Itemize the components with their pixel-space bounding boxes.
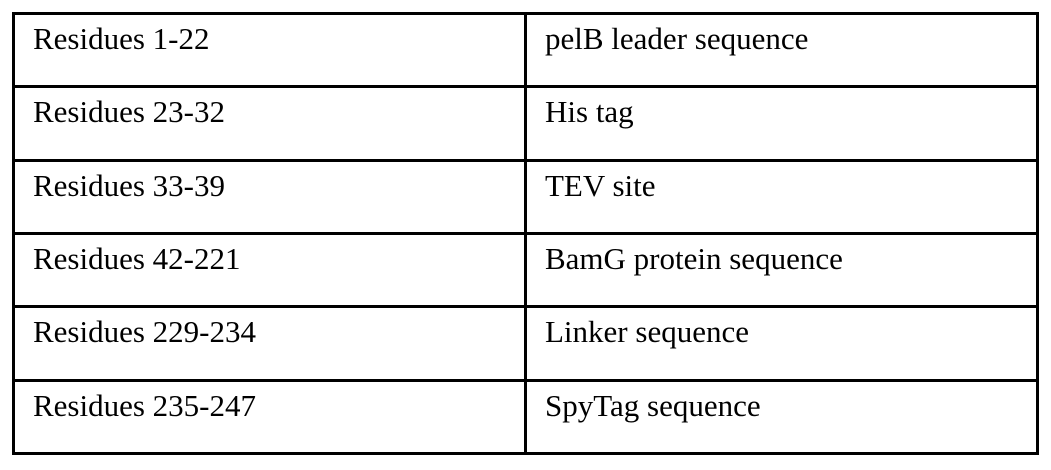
residue-annotation-table: Residues 1-22 pelB leader sequence Resid… (12, 11, 1039, 456)
table-row: Residues 229-234 Linker sequence (12, 305, 1039, 382)
feature-description-cell: BamG protein sequence (524, 231, 1039, 309)
feature-description-cell: SpyTag sequence (524, 378, 1039, 456)
residue-range-cell: Residues 42-221 (12, 231, 527, 309)
feature-description-cell: TEV site (524, 158, 1039, 235)
feature-description-cell: His tag (524, 85, 1039, 162)
feature-description-cell: pelB leader sequence (524, 11, 1039, 89)
table-row: Residues 23-32 His tag (12, 85, 1039, 162)
residue-annotation-table-body: Residues 1-22 pelB leader sequence Resid… (12, 11, 1039, 456)
table-row: Residues 42-221 BamG protein sequence (12, 231, 1039, 309)
residue-range-cell: Residues 23-32 (12, 85, 527, 162)
residue-range-cell: Residues 235-247 (12, 378, 527, 456)
residue-range-cell: Residues 1-22 (12, 11, 527, 89)
table-row: Residues 235-247 SpyTag sequence (12, 378, 1039, 456)
residue-range-cell: Residues 229-234 (12, 305, 527, 382)
table-row: Residues 1-22 pelB leader sequence (12, 11, 1039, 89)
residue-range-cell: Residues 33-39 (12, 158, 527, 235)
table-row: Residues 33-39 TEV site (12, 158, 1039, 235)
feature-description-cell: Linker sequence (524, 305, 1039, 382)
